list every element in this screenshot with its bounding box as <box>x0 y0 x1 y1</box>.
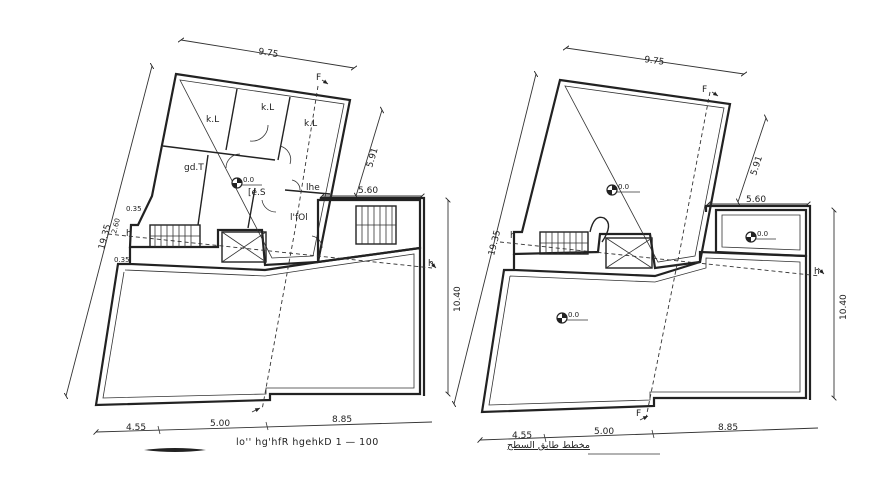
right-stair-small <box>539 231 589 255</box>
right-level-text-1: 0.0 <box>618 183 629 191</box>
left-caption: lo'' hg'hfR hgehkD 1 — 100 <box>236 437 379 448</box>
left-dim-small-3: 0.35 <box>114 256 130 264</box>
right-level-marker-3: 0.0 <box>556 311 588 324</box>
left-section-label-f: F <box>316 73 321 83</box>
right-upper-block <box>512 78 732 270</box>
right-level-marker-1: 0.0 <box>606 183 640 196</box>
right-lower-block <box>480 250 808 414</box>
left-room-3: k.L <box>304 119 317 129</box>
left-room-4: gd.T <box>184 163 204 173</box>
right-section-label-f-top: F <box>702 85 707 95</box>
right-section-label-h-right: h <box>814 267 820 277</box>
right-level-text-2: 0.0 <box>757 230 768 238</box>
right-dim-left: 19.35 <box>487 229 503 256</box>
right-dim-right: 10.40 <box>839 294 849 320</box>
left-room-7: l'fOl <box>290 213 308 223</box>
right-dim-top: 9.75 <box>644 55 665 68</box>
right-section-label-h-left: h <box>510 231 516 241</box>
left-room-6: lhe <box>306 183 320 193</box>
right-level-marker-2: 0.0 <box>745 230 776 243</box>
left-annex-block <box>316 198 422 264</box>
right-section-label-f-bottom: F <box>636 409 641 419</box>
left-dim-bottom-1: 4.55 <box>126 423 146 433</box>
right-plan: 0.0 0.0 0.0 F F h h 9.75 19.35 <box>454 48 849 455</box>
right-shaft <box>605 237 653 269</box>
left-section-label-h-left: h <box>126 229 132 239</box>
left-shaft <box>221 231 267 263</box>
left-dim-top: 9.75 <box>258 47 279 60</box>
left-section-label-h-right: h <box>428 259 434 269</box>
left-dim-bottom-2: 5.00 <box>210 419 230 429</box>
right-level-text-3: 0.0 <box>568 311 579 319</box>
left-dim-small-1: 0.35 <box>126 205 142 213</box>
left-room-5: [e.S <box>248 188 266 198</box>
left-level-text: 0.0 <box>243 176 254 184</box>
left-room-1: k.L <box>206 115 219 125</box>
left-stair-small <box>149 224 201 248</box>
left-plan: 0.0 F h h k.L k.L k.L gd.T [e.S lhe l'fO… <box>66 40 463 452</box>
left-room-2: k.L <box>261 103 274 113</box>
right-dim-annex-top: 5.60 <box>746 195 766 205</box>
right-dim-right-upper: 5.91 <box>749 155 765 177</box>
left-dim-annex-top: 5.60 <box>358 186 378 196</box>
left-stair-annex <box>355 205 397 245</box>
left-dim-right-upper: 5.91 <box>365 147 380 169</box>
left-level-marker: 0.0 <box>231 176 262 189</box>
right-dim-bottom-2: 5.00 <box>594 427 614 437</box>
left-dim-right: 10.40 <box>453 286 463 312</box>
right-dim-bottom-1: 4.55 <box>512 431 532 441</box>
right-caption: مخطط طابق السطح <box>507 440 590 451</box>
left-dim-bottom-3: 8.85 <box>332 415 352 425</box>
right-dim-bottom-3: 8.85 <box>718 423 738 433</box>
left-dim-small-2: 2.60 <box>110 217 122 234</box>
